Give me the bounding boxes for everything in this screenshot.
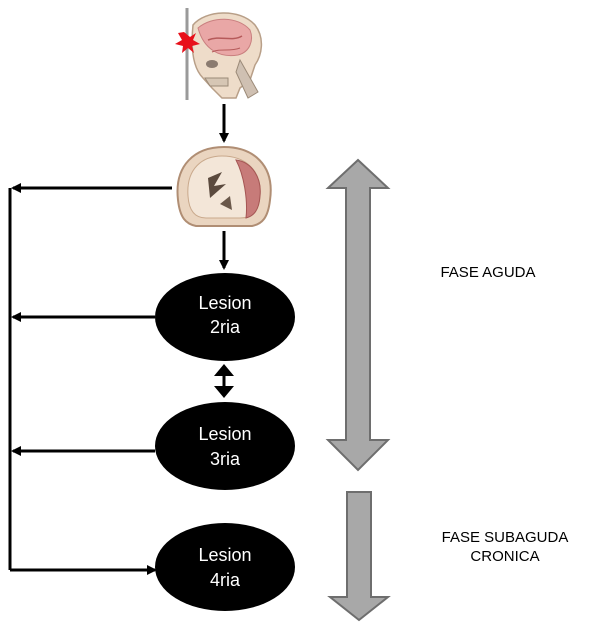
- node-label-line1: Lesion: [198, 293, 251, 313]
- head-trauma-skull-icon: [175, 8, 263, 100]
- node-label-line2: 3ria: [210, 449, 241, 469]
- node-lesion-4ria: Lesion 4ria: [155, 523, 295, 611]
- node-label-line2: 2ria: [210, 317, 241, 337]
- node-lesion-3ria: Lesion 3ria: [155, 402, 295, 490]
- phase-label-acute: FASE AGUDA: [418, 263, 558, 282]
- node-label-line1: Lesion: [198, 545, 251, 565]
- bidirectional-arrow: [214, 364, 234, 398]
- brain-coronal-section-icon: [176, 145, 272, 227]
- impact-icon: [175, 32, 200, 53]
- node-lesion-2ria: Lesion 2ria: [155, 273, 295, 361]
- phase-arrow-subacute: [327, 491, 391, 622]
- phase-arrow-acute: [325, 158, 391, 472]
- phase-subacute-line1: FASE SUBAGUDA: [441, 529, 569, 546]
- phase-subacute-line2: CRONICA: [470, 548, 540, 565]
- node-label-line1: Lesion: [198, 424, 251, 444]
- phase-acute-text: FASE AGUDA: [440, 264, 536, 281]
- phase-label-subacute: FASE SUBAGUDA CRONICA: [425, 528, 585, 566]
- node-label-line2: 4ria: [210, 570, 241, 590]
